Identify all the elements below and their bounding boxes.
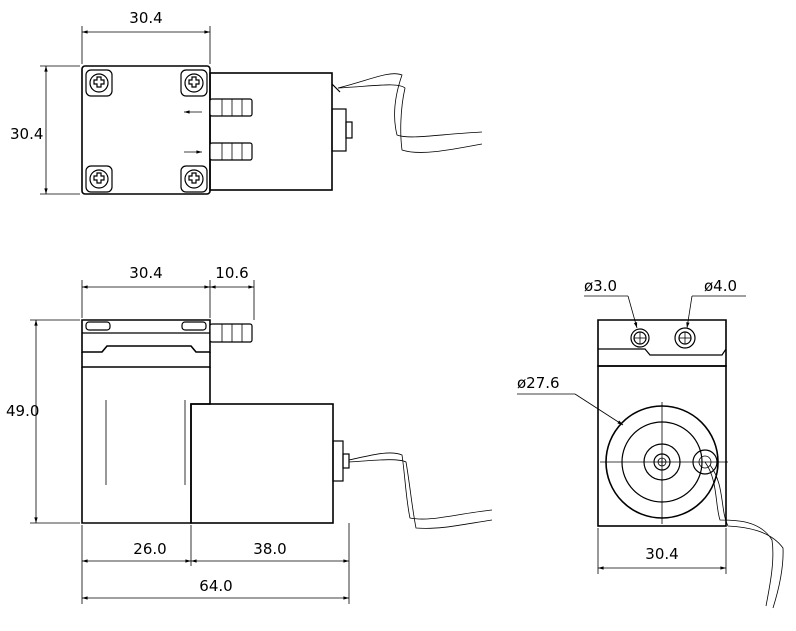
screw-icon bbox=[85, 165, 113, 193]
side-nozzle-length-label: 10.6 bbox=[215, 264, 248, 282]
screw-icon bbox=[180, 69, 208, 97]
side-view-motor bbox=[190, 403, 334, 524]
side-view-terminal bbox=[332, 440, 344, 482]
top-view-nozzle bbox=[209, 98, 253, 117]
end-motor-diameter-label: ø27.6 bbox=[517, 374, 560, 392]
side-head-length-label: 26.0 bbox=[133, 540, 166, 558]
top-height-label: 30.4 bbox=[10, 125, 43, 143]
port-small-icon bbox=[630, 328, 650, 348]
top-view-motor bbox=[209, 72, 333, 191]
end-hole-large-label: ø4.0 bbox=[704, 277, 737, 295]
end-view: ø3.0 ø4.0 ø27.6 30.4 bbox=[517, 277, 784, 609]
side-view-nozzle bbox=[209, 323, 253, 343]
end-view-pump-head bbox=[597, 319, 727, 367]
side-head-width-label: 30.4 bbox=[129, 264, 162, 282]
side-view: 30.4 10.6 49.0 26.0 38.0 64.0 bbox=[6, 264, 493, 604]
top-view: 30.4 30.4 bbox=[10, 9, 483, 195]
port-large-icon bbox=[674, 327, 696, 349]
side-view-pump-head bbox=[81, 319, 211, 353]
screw-icon bbox=[180, 165, 208, 193]
side-view-pump-body bbox=[81, 352, 211, 368]
end-hole-small-label: ø3.0 bbox=[584, 277, 617, 295]
top-view-wire bbox=[337, 73, 483, 138]
top-width-label: 30.4 bbox=[129, 9, 162, 27]
end-view-body bbox=[597, 365, 727, 527]
top-view-nozzle bbox=[209, 142, 253, 161]
side-motor-length-label: 38.0 bbox=[253, 540, 286, 558]
side-total-length-label: 64.0 bbox=[199, 577, 232, 595]
screw-icon bbox=[85, 69, 113, 97]
top-view-terminal bbox=[331, 108, 347, 152]
side-height-label: 49.0 bbox=[6, 402, 39, 420]
end-width-label: 30.4 bbox=[645, 545, 678, 563]
end-view-wire bbox=[704, 461, 774, 607]
side-view-wire bbox=[348, 452, 493, 520]
